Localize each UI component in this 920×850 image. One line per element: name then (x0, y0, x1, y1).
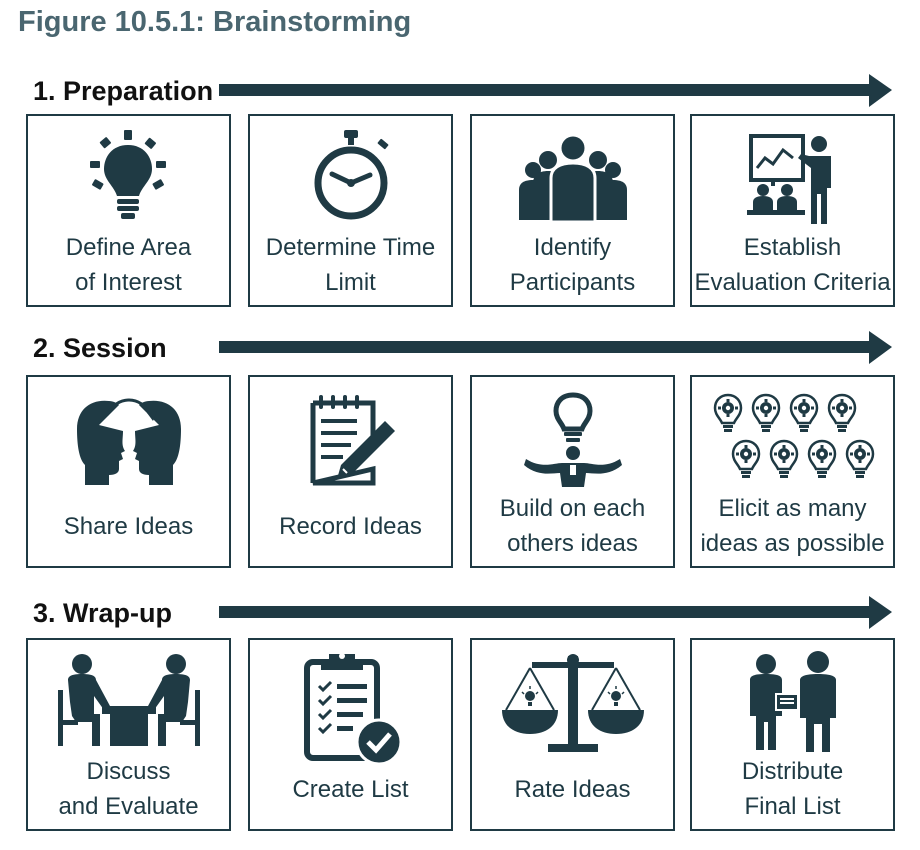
step-label-line1: Discuss (86, 758, 171, 785)
step-label: Create List (250, 749, 451, 829)
step-label-line2: others ideas (507, 530, 638, 557)
step-elicit-ideas: Elicit as many ideas as possible (690, 375, 895, 568)
step-label-line2: of Interest (75, 269, 182, 296)
step-label: Determine Time Limit (250, 225, 451, 305)
step-label: Discuss and Evaluate (28, 749, 229, 829)
hand-over-icon (692, 640, 893, 752)
figure-title: Figure 10.5.1: Brainstorming (18, 6, 412, 38)
phase-header: 3. Wrap-up (0, 595, 920, 635)
heads-exchange-icon (28, 377, 229, 489)
clipboard-check-icon (250, 640, 451, 766)
step-label-line1: Share Ideas (63, 512, 194, 540)
step-label-line1: Establish (743, 234, 842, 261)
arrow-right-icon (219, 596, 892, 629)
step-label: Rate Ideas (472, 749, 673, 829)
phase-label: 1. Preparation (33, 76, 214, 106)
step-label-line1: Rate Ideas (514, 775, 631, 803)
step-discuss-evaluate: Discuss and Evaluate (26, 638, 231, 831)
arrow-right-icon (219, 74, 892, 107)
phase-header: 1. Preparation (0, 73, 920, 113)
person-idea-icon (472, 377, 673, 489)
step-label-line1: Determine Time (265, 234, 436, 261)
step-define-area: Define Area of Interest (26, 114, 231, 307)
step-label-line2: Evaluation Criteria (694, 269, 891, 296)
balance-scale-icon (472, 640, 673, 752)
step-label-line1: Define Area (65, 234, 192, 261)
step-identify-participants: Identify Participants (470, 114, 675, 307)
lightbulb-icon (28, 116, 229, 228)
step-share-ideas: Share Ideas (26, 375, 231, 568)
step-label-line2: Final List (744, 793, 841, 820)
step-label-line1: Identify (533, 234, 612, 261)
step-build-on-ideas: Build on each others ideas (470, 375, 675, 568)
step-label-line2: Limit (325, 269, 376, 296)
step-label-line2: ideas as possible (700, 530, 885, 557)
step-label: Identify Participants (472, 225, 673, 305)
step-determine-time: Determine Time Limit (248, 114, 453, 307)
step-establish-criteria: Establish Evaluation Criteria (690, 114, 895, 307)
step-rate-ideas: Rate Ideas (470, 638, 675, 831)
step-distribute-list: Distribute Final List (690, 638, 895, 831)
step-label-line1: Build on each (499, 495, 646, 522)
meeting-table-icon (28, 640, 229, 752)
step-label-line1: Record Ideas (279, 512, 422, 540)
step-label: Record Ideas (250, 486, 451, 566)
step-label-line2: and Evaluate (58, 793, 199, 820)
step-label-line2: Participants (509, 269, 636, 296)
step-label-line1: Create List (292, 775, 409, 803)
stopwatch-icon (250, 116, 451, 228)
step-label-line1: Distribute (741, 758, 844, 785)
group-icon (472, 116, 673, 228)
step-label: Establish Evaluation Criteria (692, 225, 893, 305)
presentation-icon (692, 116, 893, 228)
phase-header: 2. Session (0, 330, 920, 370)
many-bulbs-icon (692, 377, 893, 489)
phase-label: 2. Session (33, 333, 167, 363)
step-label: Share Ideas (28, 486, 229, 566)
phase-label: 3. Wrap-up (33, 598, 173, 628)
notepad-pencil-icon (250, 377, 451, 489)
step-create-list: Create List (248, 638, 453, 831)
step-label-line1: Elicit as many (718, 495, 867, 522)
step-label: Build on each others ideas (472, 486, 673, 566)
arrow-right-icon (219, 331, 892, 364)
step-record-ideas: Record Ideas (248, 375, 453, 568)
step-label: Define Area of Interest (28, 225, 229, 305)
step-label: Distribute Final List (692, 749, 893, 829)
step-label: Elicit as many ideas as possible (692, 486, 893, 566)
